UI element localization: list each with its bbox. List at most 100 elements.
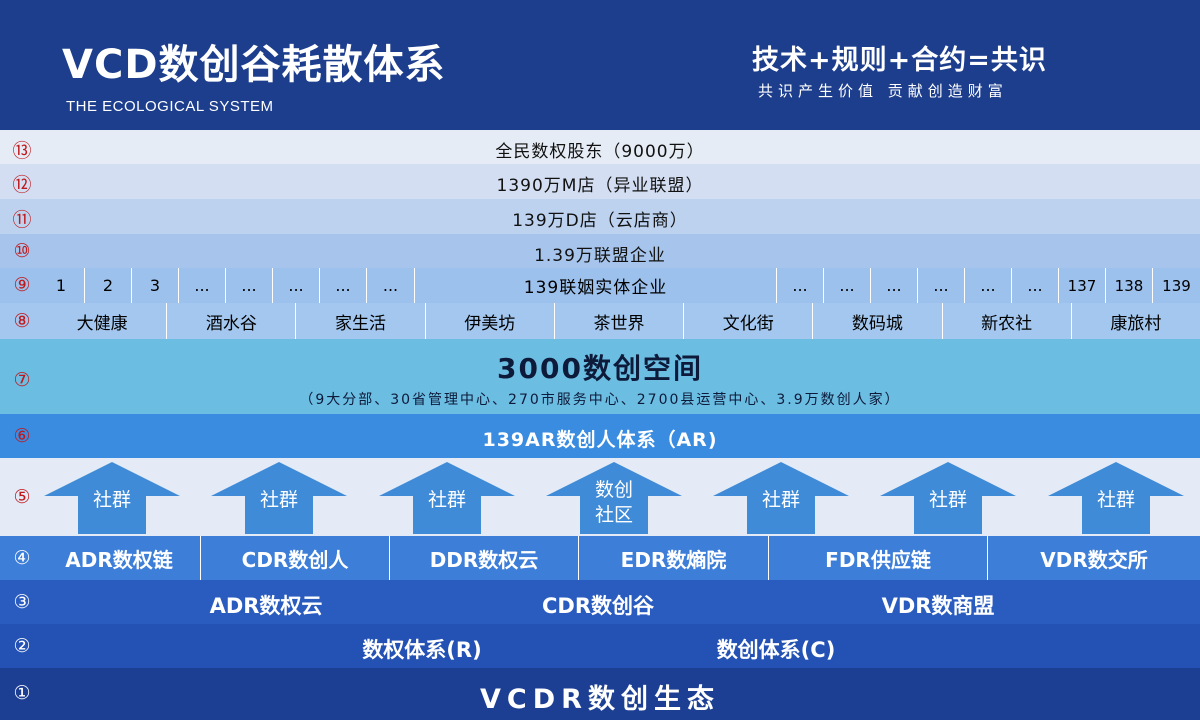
system-label: 数权体系(R) <box>362 638 482 662</box>
level-label: 全民数权股东（9000万） <box>495 142 705 162</box>
level-7-row: ⑦ 3000数创空间 （9大分部、30省管理中心、270市服务中心、2700县运… <box>0 339 1200 414</box>
arrow-label: 社群 <box>428 489 466 511</box>
enterprise-cell: ... <box>870 268 917 303</box>
level-label: 1390万M店（异业联盟） <box>496 176 704 196</box>
enterprise-cell: 139 <box>1152 268 1200 303</box>
industry-cell: 茶世界 <box>553 303 683 339</box>
up-arrow: 社群 <box>379 462 515 534</box>
enterprise-cell: ... <box>917 268 964 303</box>
industry-cell: 文化街 <box>683 303 812 339</box>
enterprise-cell: 3 <box>131 268 178 303</box>
level-8-row: ⑧ 大健康 酒水谷 家生活 伊美坊 茶世界 文化街 数码城 新农社 康旅村 <box>0 303 1200 339</box>
level-sublabel: （9大分部、30省管理中心、270市服务中心、2700县运营中心、3.9万数创人… <box>299 392 901 408</box>
level-11-row: ⑪ 139万D店（云店商） <box>0 199 1200 234</box>
level-number: ④ <box>13 547 31 569</box>
level-label: 3000数创空间 <box>497 352 703 385</box>
level-number: ② <box>13 635 31 657</box>
arrow-label: 社群 <box>1097 489 1135 511</box>
arrow-shape <box>546 462 682 534</box>
level-2-row: ② 数权体系(R) 数创体系(C) <box>0 624 1200 668</box>
level-12-row: ⑫ 1390万M店（异业联盟） <box>0 164 1200 199</box>
enterprise-cell: ... <box>964 268 1011 303</box>
arrow-label: 社群 <box>762 489 800 511</box>
level-3-row: ③ ADR数权云 CDR数创谷 VDR数商盟 <box>0 580 1200 624</box>
level-8-cells: 大健康 酒水谷 家生活 伊美坊 茶世界 文化街 数码城 新农社 康旅村 <box>38 303 1200 339</box>
enterprise-cell: ... <box>823 268 870 303</box>
enterprise-cell: ... <box>366 268 414 303</box>
page-title: VCD数创谷耗散体系 <box>62 42 446 88</box>
arrow-shape <box>713 462 849 534</box>
arrow-shape <box>1048 462 1184 534</box>
arrow-shape <box>880 462 1016 534</box>
level-label: 139AR数创人体系（AR) <box>482 429 718 451</box>
enterprise-cell: 2 <box>84 268 131 303</box>
level-label: 139万D店（云店商） <box>512 211 688 231</box>
enterprise-cell: ... <box>319 268 366 303</box>
platform-label: VDR数商盟 <box>881 594 995 618</box>
up-arrow: 社群 <box>1048 462 1184 534</box>
arrow-label: 社群 <box>929 489 967 511</box>
enterprise-cell: 137 <box>1058 268 1105 303</box>
level-number: ① <box>13 682 31 704</box>
arrow-label: 社群 <box>260 489 298 511</box>
enterprise-cell: 138 <box>1105 268 1152 303</box>
industry-cell: 家生活 <box>295 303 424 339</box>
level-1-row: ① VCDR数创生态 <box>0 668 1200 720</box>
slogan-subtitle: 共识产生价值 贡献创造财富 <box>758 82 1008 100</box>
arrow-label: 数创 <box>595 479 633 501</box>
header: VCD数创谷耗散体系 THE ECOLOGICAL SYSTEM 技术+规则+合… <box>0 0 1200 130</box>
industry-cell: 大健康 <box>76 313 128 334</box>
level-9-cells: 1 2 3 ... ... ... ... ... 139联姻实体企业 ... … <box>38 268 1200 303</box>
level-13-row: ⑬ 全民数权股东（9000万） <box>0 130 1200 164</box>
chain-cell: FDR供应链 <box>768 536 987 580</box>
level-number: ⑦ <box>13 369 31 391</box>
level-number: ⑩ <box>13 240 31 262</box>
level-10-row: ⑩ 1.39万联盟企业 <box>0 234 1200 268</box>
industry-cell: 数码城 <box>812 303 941 339</box>
enterprise-cell: ... <box>225 268 272 303</box>
level-label: 139联姻实体企业 <box>414 268 776 303</box>
industry-cell: 新农社 <box>941 303 1071 339</box>
level-4-cells: ADR数权链 CDR数创人 DDR数权云 EDR数熵院 FDR供应链 VDR数交… <box>38 536 1200 580</box>
arrow-shape <box>211 462 347 534</box>
arrow-label: 社区 <box>595 504 633 526</box>
slogan: 技术+规则+合约=共识 <box>752 45 1047 76</box>
up-arrow: 社群 <box>211 462 347 534</box>
platform-label: ADR数权云 <box>209 594 323 618</box>
up-arrow: 社群 <box>44 462 180 534</box>
level-number: ⑤ <box>13 486 31 508</box>
chain-cell: DDR数权云 <box>389 536 578 580</box>
enterprise-cell: 1 <box>55 276 67 295</box>
page-subtitle: THE ECOLOGICAL SYSTEM <box>66 98 274 115</box>
level-4-row: ④ ADR数权链 CDR数创人 DDR数权云 EDR数熵院 FDR供应链 VDR… <box>0 536 1200 580</box>
enterprise-cell: ... <box>272 268 319 303</box>
level-number: ⑧ <box>13 310 31 332</box>
industry-cell: 酒水谷 <box>166 303 295 339</box>
level-label: 1.39万联盟企业 <box>534 246 666 266</box>
up-arrow: 社群 <box>713 462 849 534</box>
system-label: 数创体系(C) <box>716 638 836 662</box>
enterprise-cell: ... <box>178 268 225 303</box>
level-number: ⑫ <box>12 174 32 196</box>
level-5-row: ⑤ 社群 社群 社群 数创社区 社群 社群 社群 <box>0 458 1200 536</box>
industry-cell: 伊美坊 <box>424 303 554 339</box>
level-label: VCDR数创生态 <box>480 684 720 715</box>
level-number: ⑥ <box>13 425 31 447</box>
arrow-shape <box>44 462 180 534</box>
enterprise-cell: ... <box>776 268 823 303</box>
level-number: ⑪ <box>12 209 32 231</box>
level-number: ⑬ <box>12 140 32 162</box>
level-6-row: ⑥ 139AR数创人体系（AR) <box>0 414 1200 458</box>
level-9-row: ⑨ 1 2 3 ... ... ... ... ... 139联姻实体企业 ..… <box>0 268 1200 303</box>
arrow-shape <box>379 462 515 534</box>
up-arrow: 社群 <box>880 462 1016 534</box>
chain-cell: ADR数权链 <box>65 547 173 572</box>
level-number: ③ <box>13 591 31 613</box>
chain-cell: VDR数交所 <box>987 536 1200 580</box>
platform-label: CDR数创谷 <box>541 594 654 618</box>
arrow-label: 社群 <box>93 489 131 511</box>
level-number: ⑨ <box>13 274 31 296</box>
